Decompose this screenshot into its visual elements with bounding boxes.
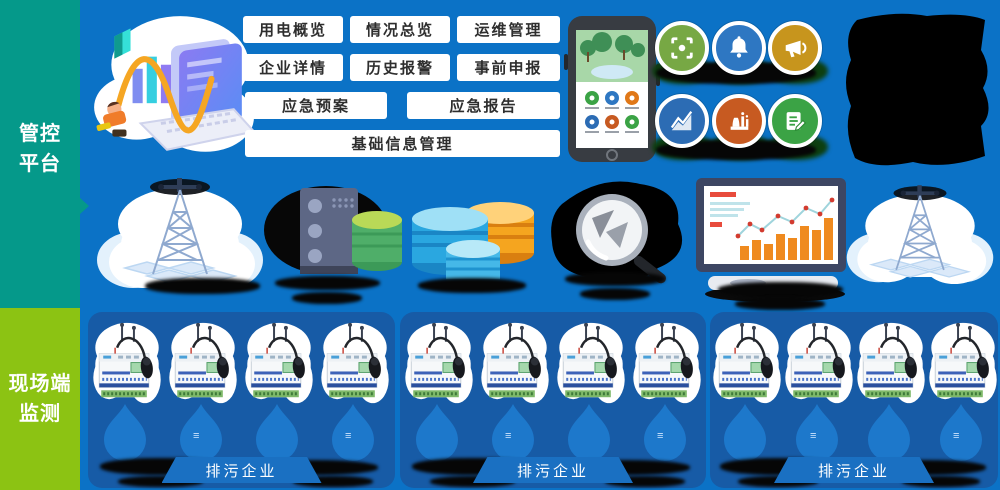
line-chart-icon [670, 111, 693, 131]
illegible-caption-blob [718, 282, 843, 297]
illegible-title-blob [846, 13, 989, 166]
enterprise-panel: ≡≡ 排污企业 [710, 312, 998, 488]
module-trend-analysis[interactable] [655, 94, 709, 148]
drop-icon [410, 402, 464, 464]
illegible-caption-blob [418, 278, 526, 293]
illegible-caption-blob [118, 476, 203, 487]
factory-icon [730, 112, 749, 130]
illegible-caption-blob [292, 292, 362, 304]
illegible-caption-blob [430, 476, 515, 487]
illegible-caption-blob [735, 298, 825, 310]
button-ops-management[interactable]: 运维管理 [457, 16, 560, 43]
mobile-app-illustration [562, 14, 662, 164]
module-broadcast[interactable] [768, 21, 822, 75]
module-enterprise[interactable] [712, 94, 766, 148]
button-enterprise-detail[interactable]: 企业详情 [243, 54, 343, 81]
illegible-label-blob [656, 140, 816, 160]
drop-icon [718, 402, 772, 464]
drop-icon [862, 402, 916, 464]
drop-icon [934, 402, 988, 464]
button-basic-info-management[interactable]: 基础信息管理 [245, 130, 560, 157]
sidebar-section-platform: 管控平台 [0, 0, 80, 308]
drop-icon [250, 402, 304, 464]
button-emergency-plan[interactable]: 应急预案 [245, 92, 387, 119]
button-emergency-report[interactable]: 应急报告 [407, 92, 560, 119]
drop-icon [98, 402, 152, 464]
module-alarm[interactable] [712, 21, 766, 75]
drop-icon [326, 402, 380, 464]
module-report-edit[interactable] [768, 94, 822, 148]
panel-label: 排污企业 [774, 457, 934, 483]
button-status-overview[interactable]: 情况总览 [350, 16, 450, 43]
panel-label: 排污企业 [161, 457, 322, 483]
panel-label: 排污企业 [473, 457, 633, 483]
drop-icon [486, 402, 540, 464]
sidebar-arrow-notch [80, 198, 89, 214]
button-history-alarm[interactable]: 历史报警 [350, 54, 450, 81]
sidebar-label-field: 现场端监测 [8, 373, 72, 425]
alarm-bell-icon [730, 36, 748, 58]
illegible-caption-blob [293, 476, 373, 487]
laptop-illustration [84, 6, 256, 168]
drop-icon [638, 402, 692, 464]
enterprise-panel: ≡≡ 排污企业 [88, 312, 395, 488]
button-pre-declaration[interactable]: 事前申报 [457, 54, 560, 81]
illegible-caption-blob [580, 288, 650, 300]
drop-icon [562, 402, 616, 464]
module-focus-target[interactable] [655, 21, 709, 75]
focus-target-icon [671, 37, 693, 59]
enterprise-panel: ≡≡ 排污企业 [400, 312, 706, 488]
drop-icon [174, 402, 228, 464]
illegible-caption-blob [902, 476, 980, 487]
button-power-overview[interactable]: 用电概览 [243, 16, 343, 43]
edit-report-icon [786, 112, 807, 132]
drop-icon [790, 402, 844, 464]
megaphone-icon [785, 40, 807, 58]
sidebar-label-platform: 管控平台 [19, 123, 61, 175]
sidebar-section-field: 现场端监测 [0, 308, 80, 490]
comm-tower-illustration [845, 172, 995, 307]
illegible-caption-blob [145, 278, 260, 294]
illegible-caption-blob [565, 272, 665, 286]
illegible-caption-blob [275, 276, 380, 290]
illegible-caption-blob [605, 476, 685, 487]
